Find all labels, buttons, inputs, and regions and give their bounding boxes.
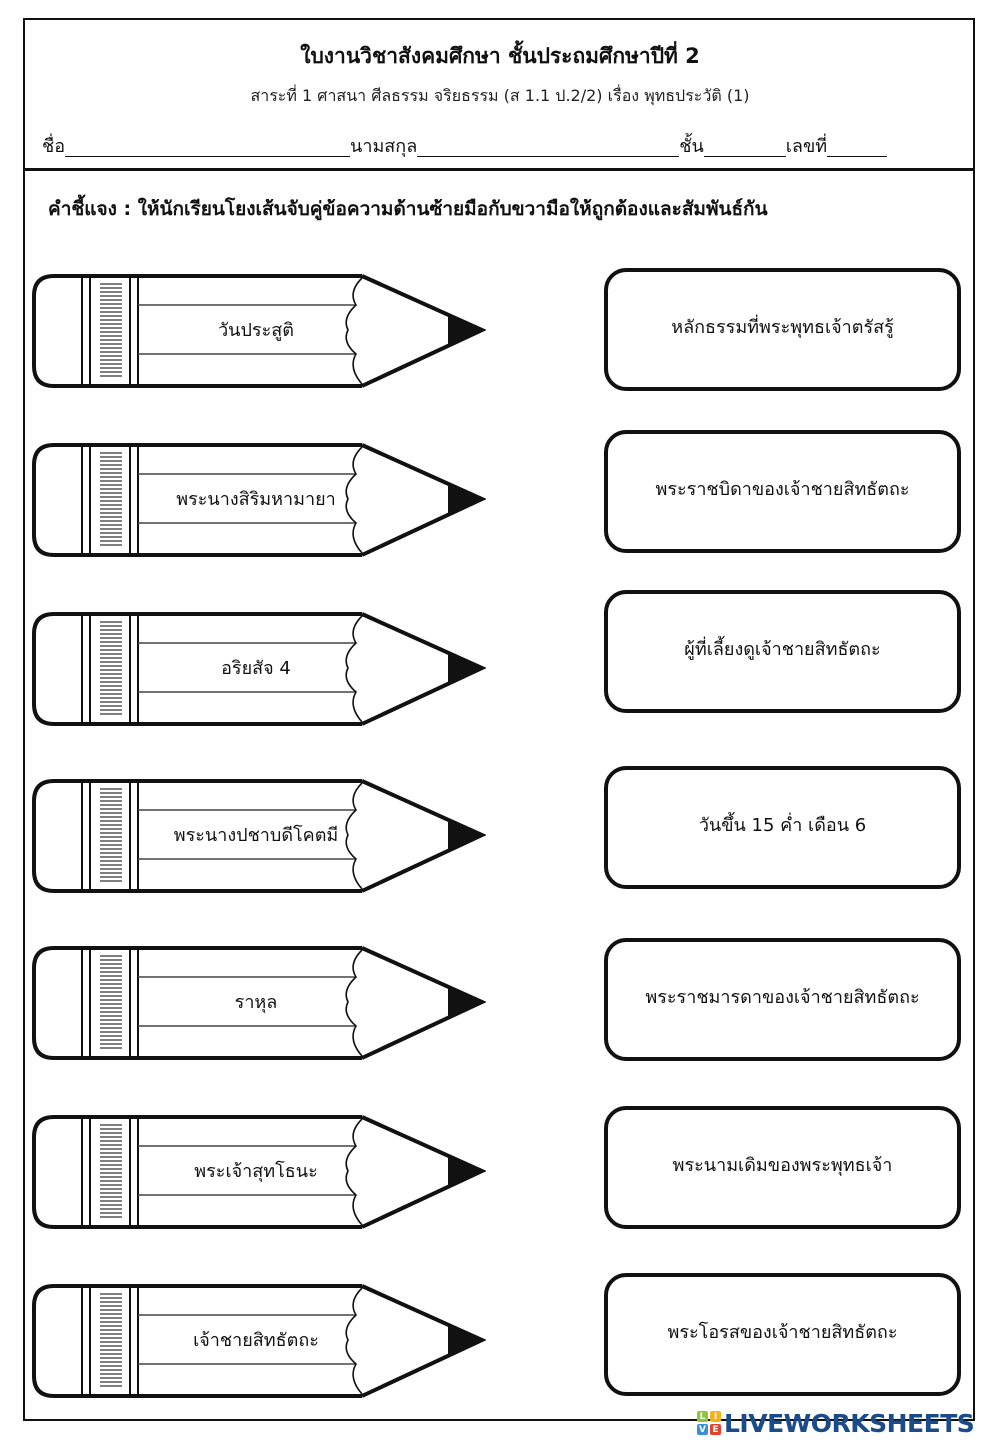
- pencil-icon: [32, 274, 486, 388]
- right-item-label: พระโอรสของเจ้าชายสิทธัตถะ: [667, 1322, 898, 1343]
- logo-tile-i: I: [710, 1411, 721, 1422]
- right-item-box[interactable]: พระราชบิดาของเจ้าชายสิทธัตถะ: [604, 430, 961, 553]
- right-item-box[interactable]: ผู้ที่เลี้ยงดูเจ้าชายสิทธัตถะ: [604, 590, 961, 713]
- left-item-label: พระนางปชาบดีโคตมี: [173, 824, 339, 846]
- left-item-pencil[interactable]: เจ้าชายสิทธัตถะ: [30, 1284, 486, 1398]
- pencil-icon: [32, 779, 486, 893]
- left-item-label: วันประสูติ: [218, 319, 294, 341]
- class-label: ชั้น: [679, 136, 704, 157]
- left-item-pencil[interactable]: วันประสูติ: [30, 274, 486, 388]
- left-item-label: พระเจ้าสุทโธนะ: [194, 1160, 318, 1182]
- right-item-box[interactable]: หลักธรรมที่พระพุทธเจ้าตรัสรู้: [604, 268, 961, 391]
- right-item-box[interactable]: พระนามเดิมของพระพุทธเจ้า: [604, 1106, 961, 1229]
- logo-text: LIVEWORKSHEETS: [724, 1408, 975, 1438]
- student-info-fields: ชื่อ นามสกุล ชั้น เลขที่: [42, 130, 956, 160]
- number-field[interactable]: [827, 134, 888, 157]
- class-field[interactable]: [703, 134, 786, 157]
- left-item-pencil[interactable]: ราหุล: [30, 946, 486, 1060]
- surname-field[interactable]: [417, 134, 680, 157]
- left-item-label: อริยสัจ 4: [221, 657, 291, 679]
- logo-tile-l: L: [697, 1411, 708, 1422]
- number-label: เลขที่: [785, 136, 828, 157]
- right-item-label: หลักธรรมที่พระพุทธเจ้าตรัสรู้: [671, 317, 894, 338]
- surname-label: นามสกุล: [350, 136, 418, 157]
- right-item-box[interactable]: พระโอรสของเจ้าชายสิทธัตถะ: [604, 1273, 961, 1396]
- right-item-box[interactable]: วันขึ้น 15 ค่ำ เดือน 6: [604, 766, 961, 889]
- worksheet-title: ใบงานวิชาสังคมศึกษา ชั้นประถมศึกษาปีที่ …: [300, 44, 700, 68]
- left-item-pencil[interactable]: พระเจ้าสุทโธนะ: [30, 1115, 486, 1229]
- name-label: ชื่อ: [42, 136, 66, 157]
- left-item-label: พระนางสิริมหามายา: [176, 488, 336, 510]
- right-item-label: วันขึ้น 15 ค่ำ เดือน 6: [698, 815, 867, 836]
- name-field[interactable]: [65, 134, 351, 157]
- right-item-label: พระนามเดิมของพระพุทธเจ้า: [672, 1155, 893, 1176]
- logo-tile-e: E: [710, 1424, 721, 1435]
- left-item-pencil[interactable]: พระนางปชาบดีโคตมี: [30, 779, 486, 893]
- worksheet-subtitle: สาระที่ 1 ศาสนา ศีลธรรม จริยธรรม (ส 1.1 …: [250, 86, 750, 105]
- right-item-label: พระราชมารดาของเจ้าชายสิทธัตถะ: [645, 987, 920, 1008]
- left-item-label: ราหุล: [234, 991, 278, 1013]
- instructions: คำชี้แจง : ให้นักเรียนโยงเส้นจับคู่ข้อคว…: [48, 198, 768, 220]
- pencil-icon: [32, 443, 486, 557]
- left-item-label: เจ้าชายสิทธัตถะ: [193, 1329, 319, 1351]
- logo-tiles-icon: L I V E: [697, 1411, 721, 1435]
- left-item-pencil[interactable]: พระนางสิริมหามายา: [30, 443, 486, 557]
- pencil-icon: [32, 612, 486, 726]
- pencil-icon: [32, 1284, 486, 1398]
- left-item-pencil[interactable]: อริยสัจ 4: [30, 612, 486, 726]
- right-item-box[interactable]: พระราชมารดาของเจ้าชายสิทธัตถะ: [604, 938, 961, 1061]
- liveworksheets-logo: L I V E LIVEWORKSHEETS: [697, 1408, 975, 1438]
- right-item-label: พระราชบิดาของเจ้าชายสิทธัตถะ: [655, 479, 910, 500]
- pencil-icon: [32, 1115, 486, 1229]
- right-item-label: ผู้ที่เลี้ยงดูเจ้าชายสิทธัตถะ: [684, 639, 881, 660]
- header-divider: [23, 168, 975, 171]
- logo-tile-v: V: [697, 1424, 708, 1435]
- worksheet-frame: [23, 18, 975, 1421]
- pencil-icon: [32, 946, 486, 1060]
